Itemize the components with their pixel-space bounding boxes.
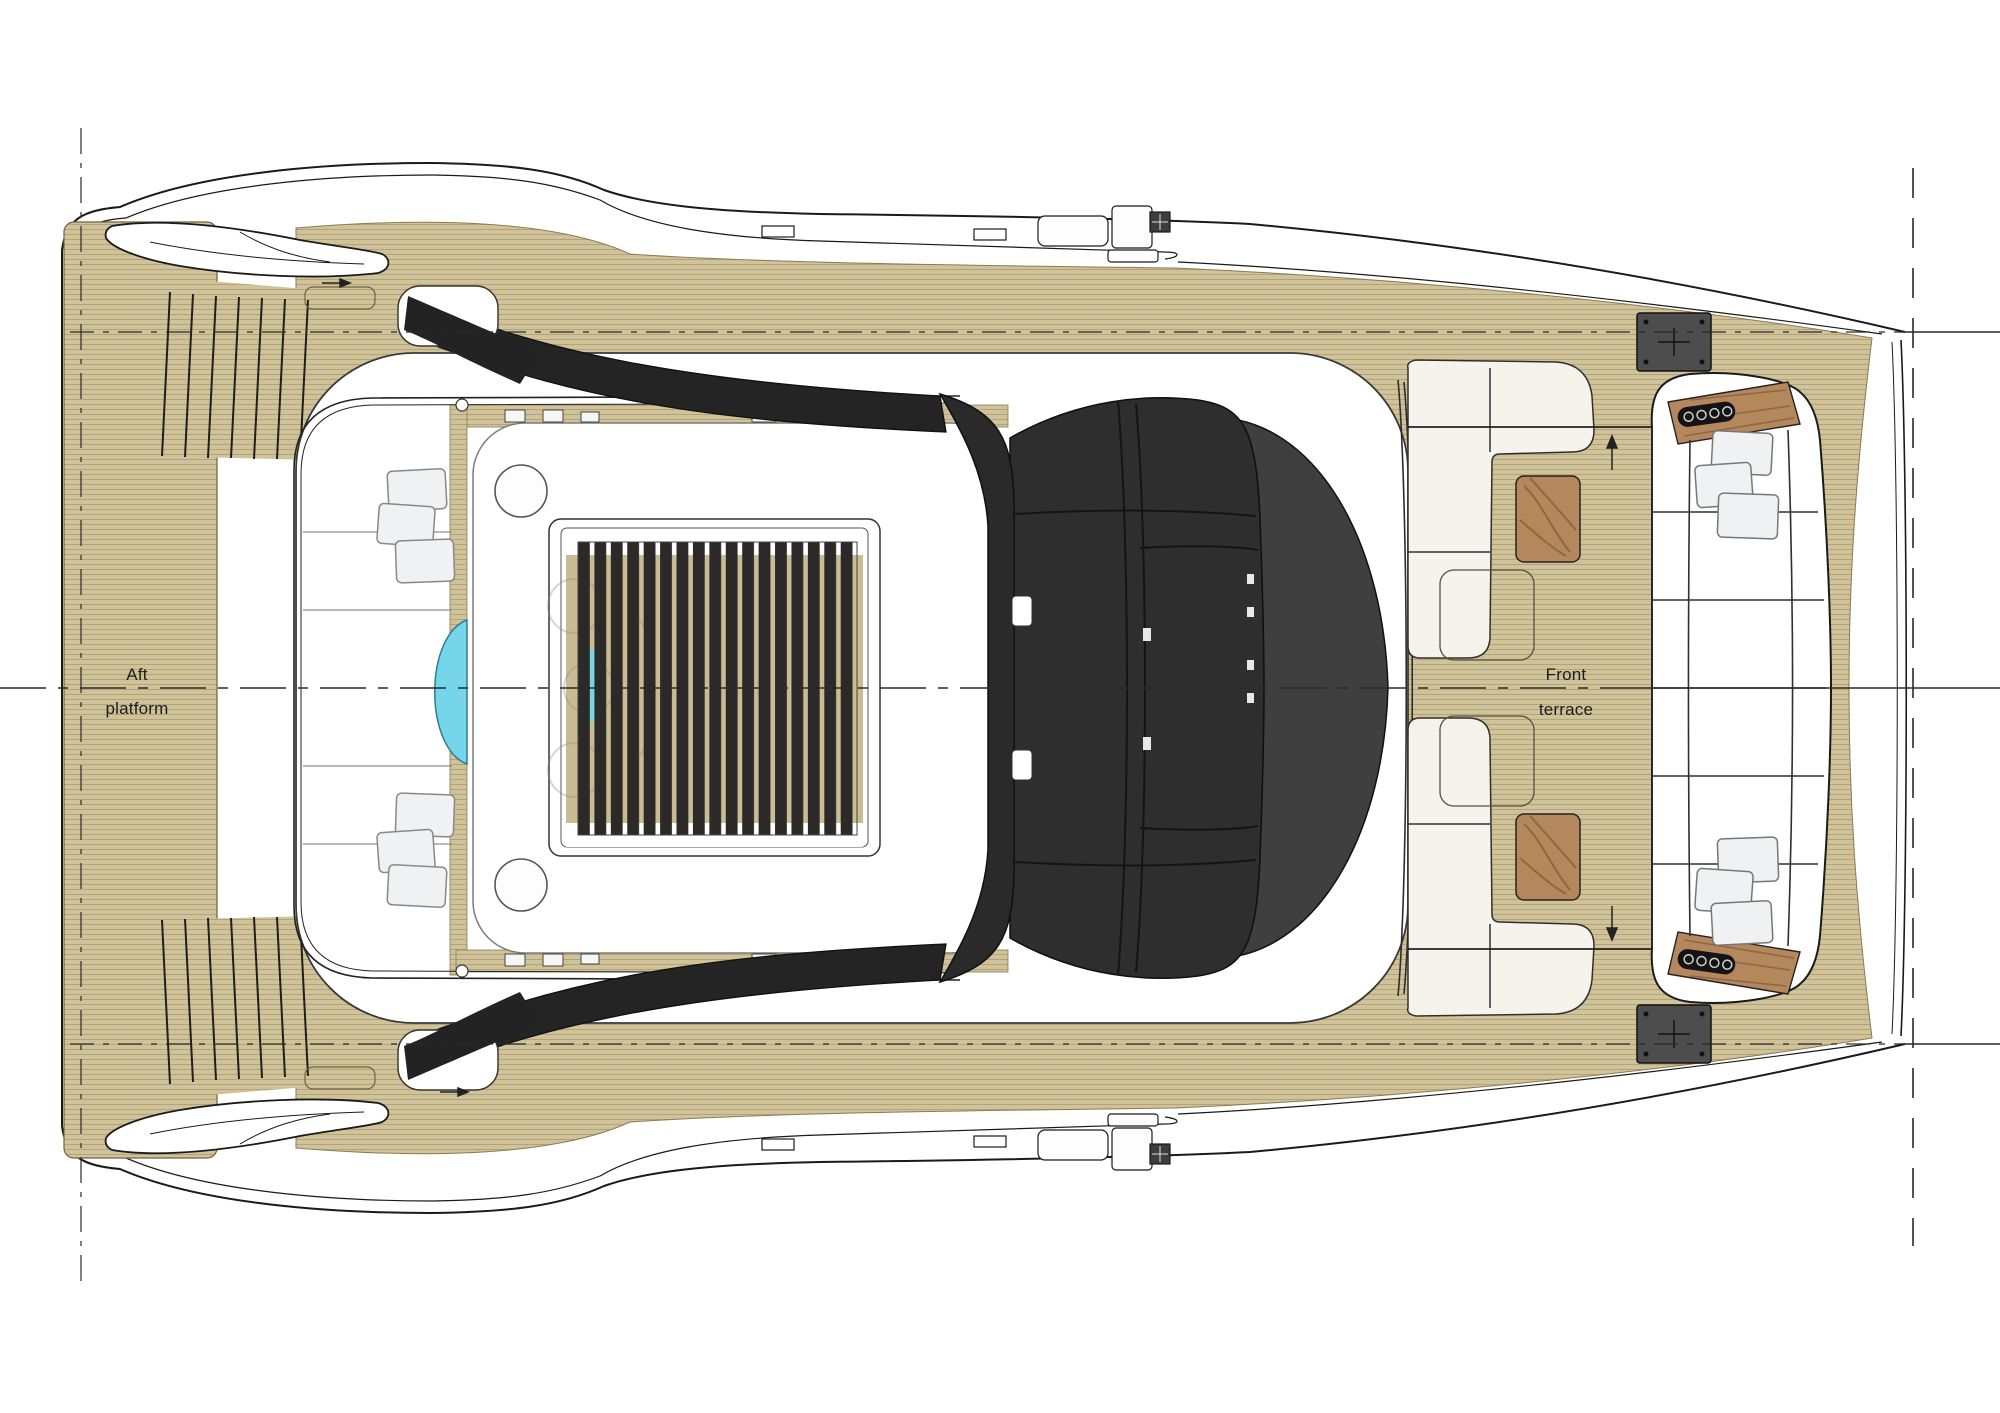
terrace-walkway-lines	[1408, 426, 1652, 950]
speaker-bar-bottom	[1667, 931, 1801, 995]
front-terrace-label-line2: terrace	[1539, 700, 1593, 719]
settee-forward-bottom	[1406, 717, 1595, 1017]
aft-stairs-top	[150, 276, 318, 461]
targa-arm-tip-top	[404, 296, 540, 384]
railing-stanchion-bottom	[455, 964, 469, 978]
mooring-plate-top	[1636, 312, 1712, 372]
targa-arm-tip-bottom	[404, 992, 540, 1080]
sidedeck-arrow-top	[322, 277, 353, 289]
aft-platform-label-line2: platform	[105, 699, 168, 718]
front-terrace-label: Front terrace	[1539, 665, 1593, 719]
speaker-bar-top	[1667, 381, 1801, 445]
hardtop-aft-mass	[938, 392, 1015, 984]
bench-pillows-bottom	[376, 792, 456, 908]
deck-hatch-bottom	[494, 858, 548, 912]
sunpad-pillows-bottom	[1694, 836, 1780, 947]
walkway-arrow-top	[1605, 434, 1619, 470]
stern-step-top	[104, 221, 390, 278]
hull-sheer-top-inner	[73, 174, 1883, 335]
aft-stairs-bottom	[150, 915, 318, 1100]
hull-sheer-bottom-outer	[61, 1043, 1906, 1215]
walkway-arrow-bottom	[1605, 906, 1619, 942]
deck-hatch-top	[494, 464, 548, 518]
coffee-table-top	[1515, 475, 1581, 563]
winch-cluster-top	[1037, 205, 1171, 263]
hardtop-latch-bottom	[1011, 749, 1033, 781]
step-outline-bottom	[1439, 715, 1535, 807]
step-outline-top	[1439, 569, 1535, 661]
targa-arm-bottom	[403, 943, 947, 1081]
bench-pillows-top	[376, 468, 456, 584]
hull-outline	[61, 161, 1908, 1215]
targa-arm-top	[403, 295, 947, 433]
settee-forward-top	[1406, 359, 1595, 659]
railing-stanchion-top	[455, 398, 469, 412]
winch-cluster-bottom	[1037, 1113, 1171, 1171]
hardtop-marks	[1143, 574, 1254, 750]
front-terrace-label-line1: Front	[1546, 665, 1587, 684]
coffee-table-bottom	[1515, 813, 1581, 901]
stern-step-bottom	[104, 1098, 390, 1155]
sidedeck-arrow-bottom	[440, 1086, 471, 1098]
reference-lines	[0, 128, 2000, 1284]
hardtop-latch-top	[1011, 595, 1033, 627]
aft-platform-label: Aft platform	[105, 665, 168, 718]
aft-platform-label-line1: Aft	[126, 665, 147, 684]
spa-pool	[434, 618, 468, 766]
sunpad-pillows-top	[1694, 429, 1780, 540]
deck-locker-outline-bottom	[304, 1066, 376, 1090]
hull-sheer-bottom-inner	[73, 1041, 1883, 1202]
hull-sheer-top-outer	[61, 161, 1906, 333]
gunwale-hatches	[761, 225, 1007, 1151]
mooring-plate-bottom	[1636, 1004, 1712, 1064]
